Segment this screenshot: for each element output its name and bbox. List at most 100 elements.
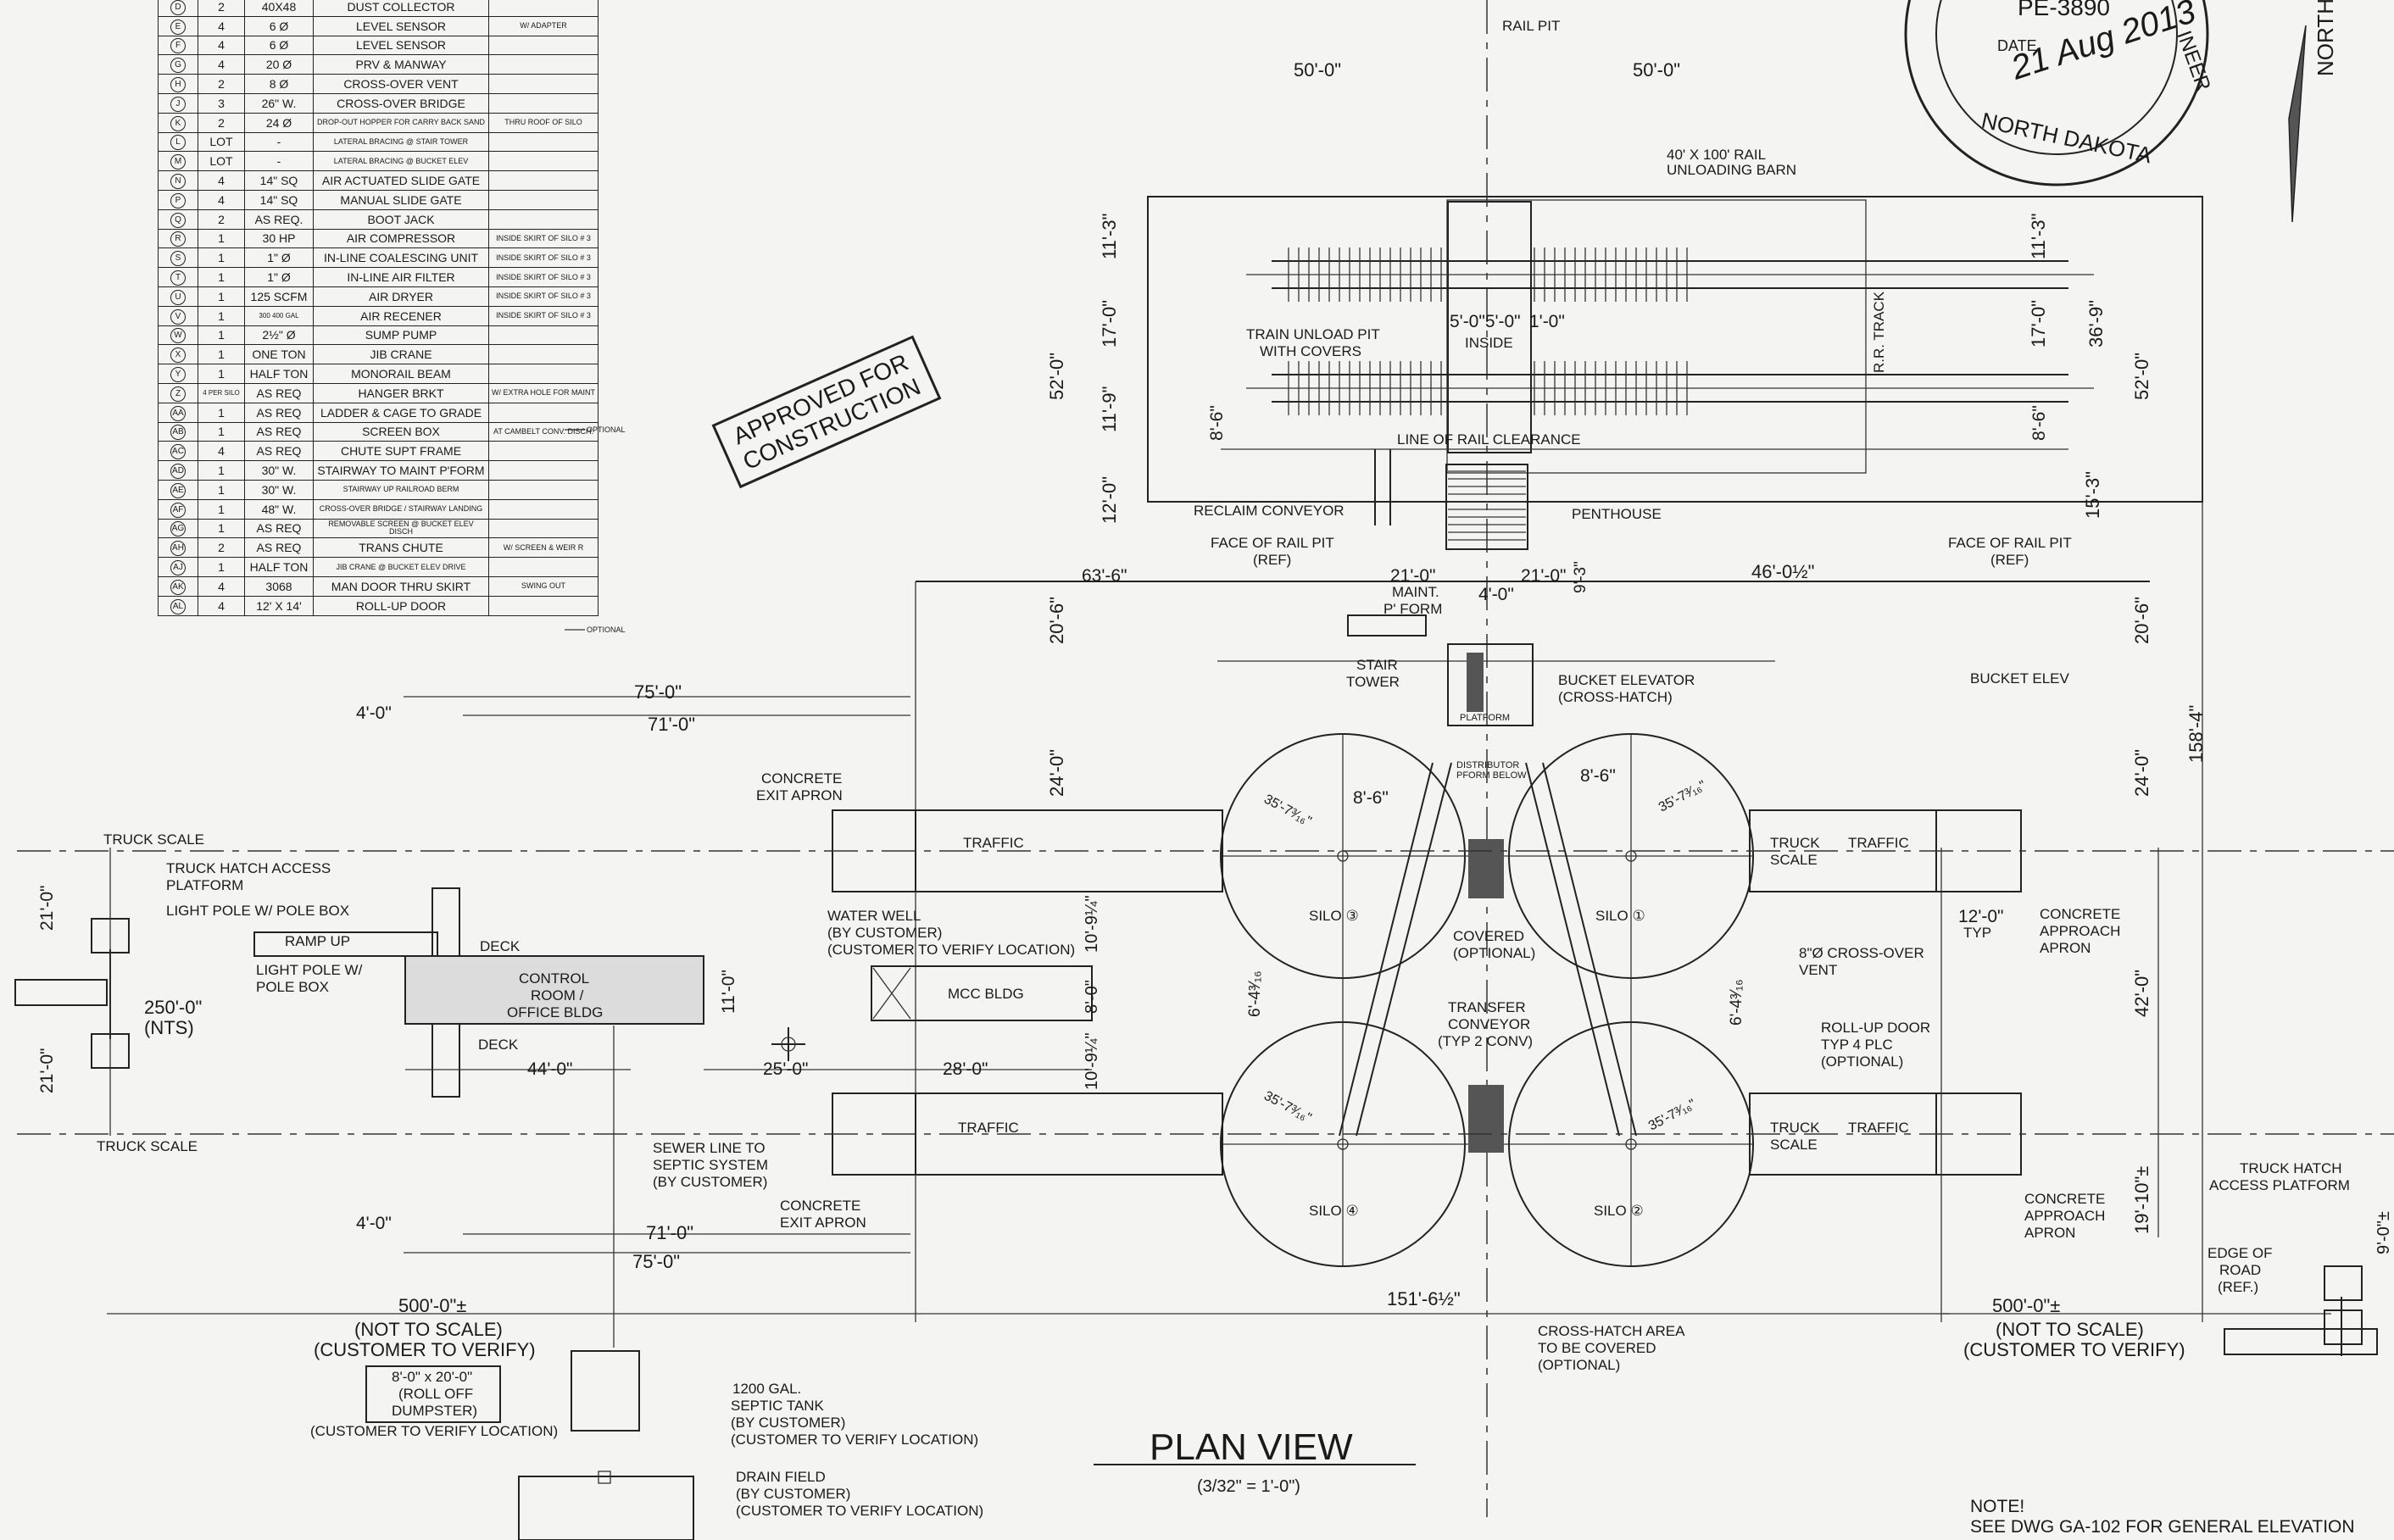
schedule-size-cell: 14" SQ xyxy=(244,189,314,210)
schedule-desc: SUMP PUMP xyxy=(365,328,437,342)
schedule-note-cell xyxy=(487,595,599,616)
schedule-size: 30" W. xyxy=(261,482,297,497)
schedule-note-cell: THRU ROOF OF SILO xyxy=(487,112,599,133)
schedule-note: INSIDE SKIRT OF SILO # 3 xyxy=(496,311,591,320)
schedule-desc-cell: SUMP PUMP xyxy=(313,325,489,346)
schedule-desc: REMOVABLE SCREEN @ BUCKET ELEV DISCH xyxy=(328,520,474,536)
label-face-left-2: (REF) xyxy=(1253,552,1291,568)
schedule-size: 125 SCFM xyxy=(250,289,308,303)
schedule-mark: X xyxy=(170,347,186,364)
schedule-desc: LADDER & CAGE TO GRADE xyxy=(320,405,482,420)
schedule-note-cell xyxy=(487,479,599,500)
schedule-desc: AIR COMPRESSOR xyxy=(346,231,456,246)
schedule-mark-cell: F xyxy=(158,35,198,56)
label-xhatch-3: (OPTIONAL) xyxy=(1538,1357,1620,1373)
schedule-desc-cell: CROSS-OVER BRIDGE / STAIRWAY LANDING xyxy=(313,498,489,520)
schedule-qty: 1 xyxy=(218,502,225,516)
label-covered-2: (OPTIONAL) xyxy=(1453,945,1535,961)
schedule-mark: AD xyxy=(170,464,186,480)
schedule-mark: AA xyxy=(170,405,186,421)
label-xhatch-2: TO BE COVERED xyxy=(1538,1340,1656,1356)
schedule-desc-cell: CROSS-OVER BRIDGE xyxy=(313,92,489,114)
dim-r-9: 9'-0"± xyxy=(2375,1211,2393,1254)
schedule-size-cell: 8 Ø xyxy=(244,74,314,94)
schedule-qty: 4 xyxy=(218,579,225,593)
schedule-desc-cell: AIR DRYER xyxy=(313,286,489,307)
schedule-desc-cell: CROSS-OVER VENT xyxy=(313,74,489,94)
schedule-size: 6 Ø xyxy=(269,19,289,33)
optional-note-2: OPTIONAL xyxy=(587,625,626,634)
label-rollup-2: TYP 4 PLC xyxy=(1821,1037,1893,1053)
schedule-note-cell: INSIDE SKIRT OF SILO # 3 xyxy=(487,247,599,269)
dim-21-l1: 21'-0" xyxy=(37,886,57,931)
schedule-desc-cell: CHUTE SUPT FRAME xyxy=(313,441,489,462)
schedule-size-cell: AS REQ xyxy=(244,537,314,559)
schedule-size-cell: 125 SCFM xyxy=(244,286,314,307)
schedule-note-cell xyxy=(487,557,599,577)
label-approach-1c: APRON xyxy=(2040,940,2091,956)
label-deck-top: DECK xyxy=(480,938,521,954)
schedule-size-cell: AS REQ xyxy=(244,441,314,462)
schedule-qty-cell: 3 xyxy=(198,92,245,114)
schedule-mark-cell: AK xyxy=(158,575,198,597)
label-distrib-2: PFORM BELOW xyxy=(1456,770,1527,781)
label-silo-2: SILO ② xyxy=(1594,1203,1644,1219)
schedule-mark-cell: AB xyxy=(158,421,198,442)
schedule-note-cell xyxy=(487,0,599,17)
schedule-desc: JIB CRANE @ BUCKET ELEV DRIVE xyxy=(336,562,466,571)
schedule-note-cell xyxy=(487,364,599,384)
schedule-qty: 1 xyxy=(218,231,225,246)
label-nts-left-1: (NOT TO SCALE) xyxy=(354,1319,503,1340)
schedule-size-cell: 30 HP xyxy=(244,228,314,249)
schedule-qty-cell: 1 xyxy=(198,518,245,539)
control-building xyxy=(404,955,704,1025)
schedule-mark: AJ xyxy=(170,560,186,575)
schedule-qty-cell: 4 xyxy=(198,35,245,56)
dim-46: 46'-0½" xyxy=(1751,561,1814,582)
schedule-note-cell xyxy=(487,74,599,94)
mcc-building xyxy=(871,965,1093,1021)
truck-hatch-platform-right xyxy=(2224,1265,2378,1356)
label-rr-track: R.R. TRACK xyxy=(1871,291,1887,373)
schedule-qty: 4 xyxy=(218,192,225,207)
schedule-mark-cell: N xyxy=(158,170,198,191)
schedule-mark: AB xyxy=(170,425,186,441)
label-ts-1a: TRUCK xyxy=(1770,835,1820,851)
schedule-size-cell: 6 Ø xyxy=(244,35,314,56)
schedule-mark-cell: D xyxy=(158,0,198,17)
schedule-qty: 1 xyxy=(218,367,225,381)
schedule-size: 6 Ø xyxy=(269,38,289,53)
label-xhatch-1: CROSS-HATCH AREA xyxy=(1538,1323,1685,1339)
water-well-symbol xyxy=(771,1027,805,1061)
schedule-mark-cell: E xyxy=(158,15,198,36)
label-ts-1b: SCALE xyxy=(1770,852,1818,868)
schedule-mark-cell: AH xyxy=(158,537,198,559)
schedule-note-cell xyxy=(487,35,599,56)
schedule-size-cell: - xyxy=(244,151,314,172)
label-rollup-1: ROLL-UP DOOR xyxy=(1821,1020,1930,1036)
schedule-mark: AC xyxy=(170,444,186,460)
schedule-note: SWING OUT xyxy=(521,581,565,591)
seal-number: PE-3890 xyxy=(2018,0,2110,20)
schedule-qty-cell: 1 xyxy=(198,267,245,287)
schedule-qty: LOT xyxy=(209,135,233,149)
schedule-qty-cell: 2 xyxy=(198,112,245,133)
schedule-size: AS REQ. xyxy=(254,212,303,226)
schedule-size-cell: 30" W. xyxy=(244,460,314,481)
schedule-qty-cell: 1 xyxy=(198,479,245,500)
schedule-qty-cell: 1 xyxy=(198,228,245,249)
dim-r-11-3: 11'-3" xyxy=(2028,214,2049,259)
dim-12-typ: 12'-0" xyxy=(1958,907,2004,926)
schedule-desc: TRANS CHUTE xyxy=(359,541,443,555)
schedule-size-cell: AS REQ xyxy=(244,382,314,403)
dim-12-0: 12'-0" xyxy=(1099,476,1120,524)
